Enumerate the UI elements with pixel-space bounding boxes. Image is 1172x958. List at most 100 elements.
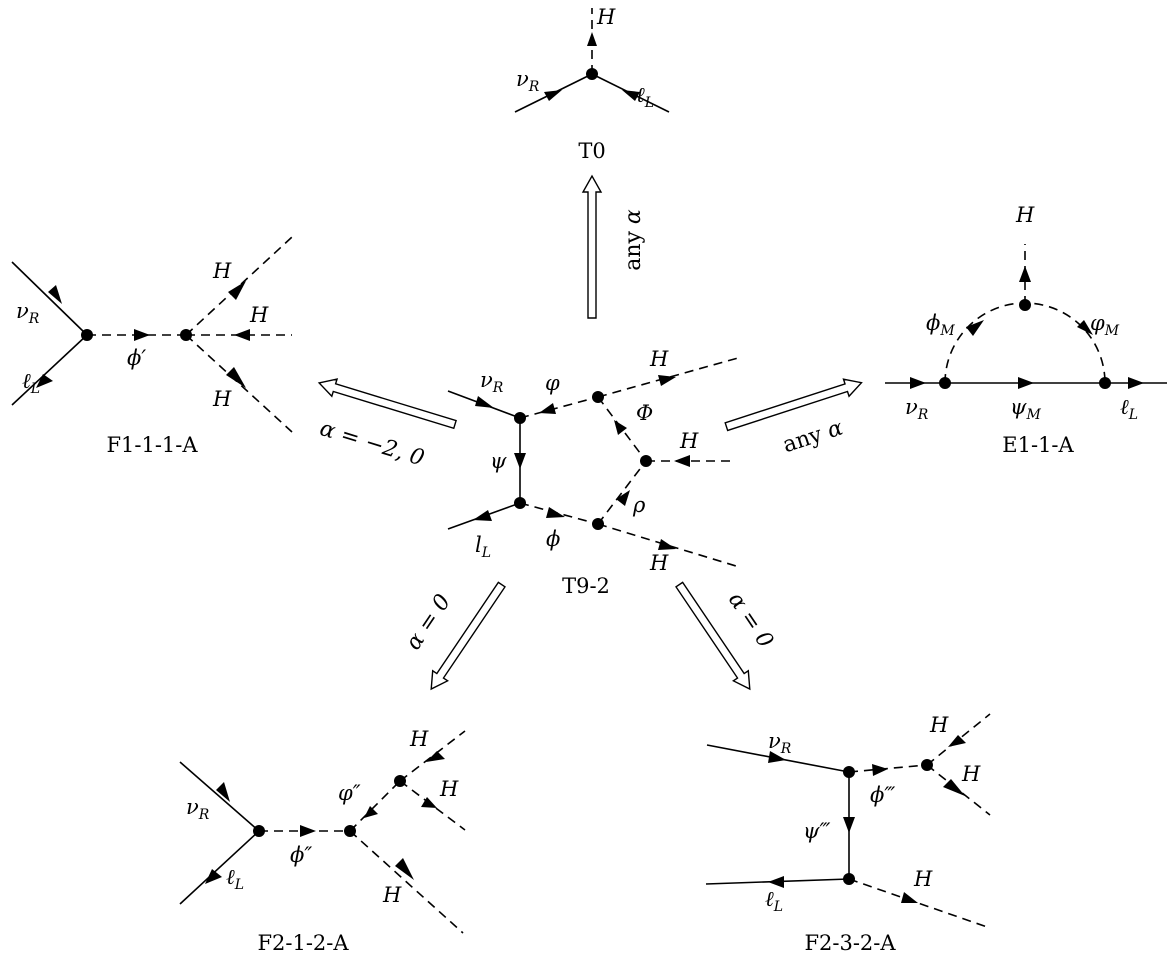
f2b-label-nu-r: νR (768, 729, 792, 757)
f2a-higgs-1-arrowhead (426, 751, 445, 762)
arrow-to-t0: any α (581, 174, 646, 319)
f2b-label-h1: H (929, 713, 949, 737)
f2a-label-h2: H (439, 777, 459, 801)
t9-rho-line (597, 460, 647, 525)
t9-label-varphi: φ (545, 371, 560, 395)
t9-caption: T9-2 (562, 574, 610, 598)
diagram-e1-1-a: H ϕM φM νR ψM ℓL E1-1-A (885, 203, 1167, 457)
t9-phi-cap-arrowhead (614, 420, 627, 435)
e1-label-varphi-m: φM (1090, 311, 1120, 339)
f1-propagator-arrowhead (134, 329, 150, 341)
arrow-to-f2-3-shape (675, 581, 751, 691)
f2b-higgs-3 (848, 878, 991, 929)
f2a-label-l-l: ℓL (226, 865, 244, 893)
arrow-to-f2-1-2-a: α = 0 (401, 581, 506, 691)
f2b-label-phi-ppp: ϕ‴ (870, 783, 895, 807)
t9-rho-arrowhead (616, 490, 630, 506)
e1-label-h: H (1015, 203, 1035, 227)
arrow-to-f2-1-label: α = 0 (401, 590, 456, 655)
f1-higgs-3-arrowhead (226, 367, 246, 388)
f1-nu-arrowhead (48, 285, 62, 304)
arrow-to-t0-shape (581, 174, 603, 319)
f1-label-h2: H (249, 303, 269, 327)
t0-higgs-arrowhead (587, 32, 597, 46)
f2b-higgs-1-arrowhead (948, 735, 966, 747)
f2a-caption: F2-1-2-A (257, 931, 349, 955)
arrow-to-e1-label: any α (780, 415, 846, 458)
arrow-to-f2-3-label: α = 0 (723, 588, 778, 653)
e1-fermion-arrowhead-1 (910, 377, 926, 389)
f2b-phi-arrowhead (872, 764, 888, 776)
f2a-nu-arrowhead (216, 782, 230, 802)
f1-vertex-2 (180, 329, 192, 341)
f2a-nu-line (179, 761, 260, 832)
t9-phi-arrowhead (546, 507, 565, 518)
arrow-to-f2-3-2-a: α = 0 (675, 581, 778, 691)
e1-vertex-top (1019, 299, 1031, 311)
f2a-vertex-3 (394, 775, 406, 787)
t9-label-h-bot: H (649, 551, 669, 575)
diagram-t9-2: νR φ H Φ H ψ ρ lL ϕ H T9-2 (447, 347, 739, 598)
f2b-label-h3: H (913, 867, 933, 891)
f2a-label-varphi-pp: φ″ (338, 781, 361, 805)
t9-label-rho: ρ (632, 493, 646, 517)
f2a-varphi-arrowhead (364, 806, 378, 818)
f2a-vertex-2 (344, 825, 356, 837)
e1-caption: E1-1-A (1002, 433, 1074, 457)
diagram-f1-1-1-a: νR ℓL ϕ′ H H H F1-1-1-A (11, 236, 293, 457)
f2a-label-phi-pp: ϕ″ (290, 843, 312, 867)
t9-phi-cap (597, 396, 647, 462)
f2a-label-h3: H (382, 883, 402, 907)
f2a-lepton-line (179, 830, 260, 905)
arrow-to-f1: α = −2, 0 (317, 378, 457, 471)
e1-fermion-arrowhead-3 (1128, 377, 1144, 389)
f2a-varphi-line (349, 780, 401, 832)
t9-label-phi: ϕ (546, 527, 560, 551)
f2b-caption: F2-3-2-A (804, 931, 896, 955)
t0-lepton-arrowhead (622, 90, 640, 101)
f2a-propagator-arrowhead (300, 825, 316, 837)
f1-label-phi-prime: ϕ′ (127, 346, 146, 370)
t9-vertex-nu (514, 412, 526, 424)
t0-label-nu-r: νR (516, 67, 540, 95)
f2a-higgs-1 (399, 730, 466, 782)
f2b-nu-arrowhead (768, 751, 786, 763)
f2b-vertex-3 (843, 873, 855, 885)
f1-higgs-3 (185, 334, 293, 433)
t9-label-l-l: lL (475, 533, 491, 561)
f1-higgs-1-arrowhead (228, 281, 246, 300)
t0-label-h: H (596, 5, 616, 29)
diagram-f2-1-2-a: νR ℓL ϕ″ φ″ H H H F2-1-2-A (179, 727, 466, 955)
f2b-vertex-2 (921, 759, 933, 771)
f2b-higgs-3-arrowhead (901, 892, 918, 903)
f2a-higgs-3 (349, 830, 464, 934)
e1-vertex-left (939, 377, 951, 389)
arrow-to-f2-1-shape (430, 581, 506, 691)
t9-higgs-top-arrowhead (658, 375, 676, 386)
t9-phi-line (519, 502, 599, 525)
e1-fermion-arrowhead-2 (1018, 377, 1034, 389)
t9-higgs-bot (597, 523, 737, 567)
f2a-vertex-1 (253, 825, 265, 837)
f1-label-h3: H (212, 387, 232, 411)
f1-caption: F1-1-1-A (106, 433, 198, 457)
t0-nu-arrowhead (544, 90, 562, 101)
e1-vertex-right (1099, 377, 1111, 389)
f2b-phi-line (848, 764, 928, 773)
e1-loop (944, 302, 1106, 384)
f2b-label-l-l: ℓL (765, 887, 783, 915)
e1-label-psi-m: ψM (1010, 395, 1041, 423)
f2b-label-h2: H (961, 762, 981, 786)
t0-vertex (586, 68, 598, 80)
e1-label-l-l: ℓL (1120, 395, 1138, 423)
e1-label-phi-m: ϕM (926, 311, 955, 339)
t9-label-psi: ψ (490, 449, 507, 473)
f1-label-h1: H (212, 259, 232, 283)
arrow-to-f1-label: α = −2, 0 (317, 416, 427, 471)
f2a-label-h1: H (409, 727, 429, 751)
f2a-higgs-2 (399, 780, 466, 831)
f2b-label-psi-ppp: ψ‴ (803, 819, 830, 843)
t9-nu-arrowhead (475, 396, 494, 408)
t9-vertex-mid (640, 455, 652, 467)
t9-label-big-phi: Φ (636, 401, 653, 425)
